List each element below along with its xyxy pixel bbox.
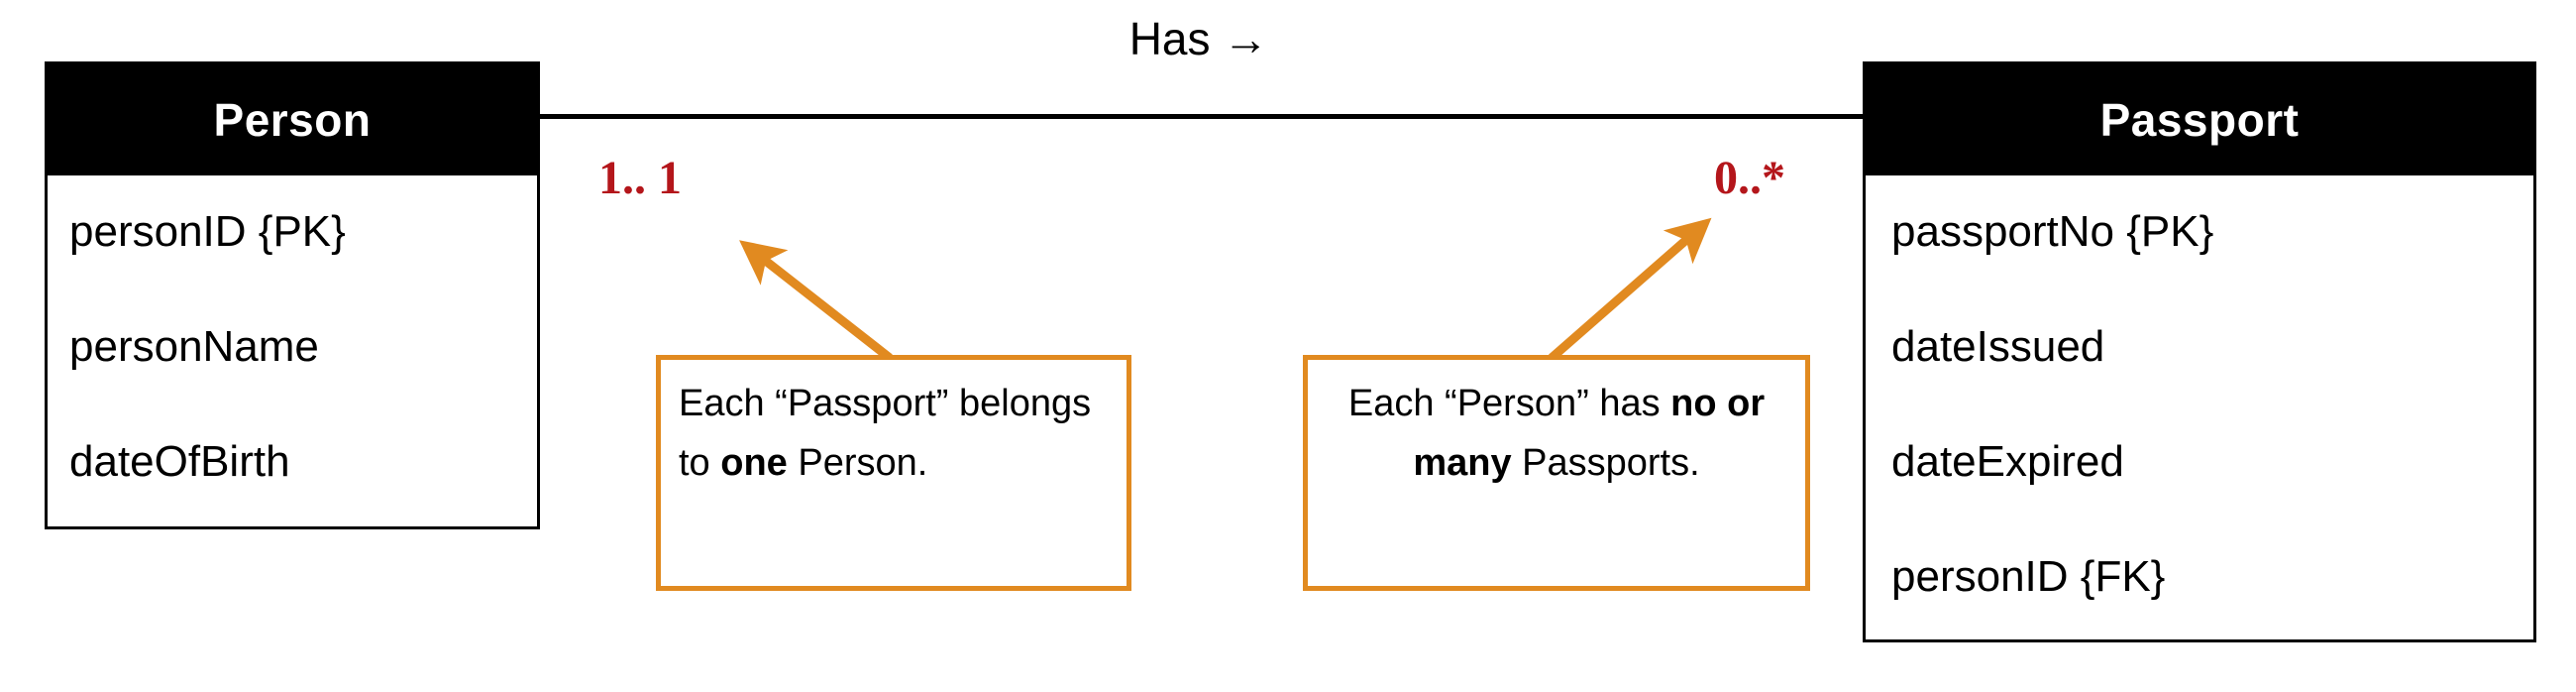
attribute-row: dateIssued xyxy=(1891,322,2105,371)
note-right-suffix: Passports. xyxy=(1511,442,1700,484)
note-right-prefix: Each “Person” has xyxy=(1347,383,1671,424)
attribute-row: personName xyxy=(69,322,319,371)
association-line xyxy=(540,114,1863,119)
entity-person[interactable]: Person personID {PK} personName dateOfBi… xyxy=(45,61,540,529)
entity-person-title: Person xyxy=(48,64,537,175)
note-right[interactable]: Each “Person” has no or many Passports. xyxy=(1303,355,1810,591)
multiplicity-right: 0..* xyxy=(1714,152,1785,204)
attribute-row: personID {FK} xyxy=(1891,552,2166,601)
note-left-emphasis: one xyxy=(720,442,788,484)
note-left-prefix: Each “Passport” belongs to xyxy=(679,383,1092,484)
attribute-row: dateExpired xyxy=(1891,437,2124,486)
entity-passport[interactable]: Passport passportNo {PK} dateIssued date… xyxy=(1863,61,2536,642)
leader-arrow-right xyxy=(1549,217,1712,362)
leader-arrow-left xyxy=(739,240,893,362)
entity-passport-title: Passport xyxy=(1866,64,2533,175)
association-label: Has → xyxy=(1128,13,1269,64)
entity-person-attributes: personID {PK} personName dateOfBirth xyxy=(48,175,537,497)
note-right-emphasis: no or many xyxy=(1413,383,1766,484)
note-left-suffix: Person. xyxy=(787,442,928,484)
attribute-row: passportNo {PK} xyxy=(1891,207,2214,256)
note-left[interactable]: Each “Passport” belongs to one Person. xyxy=(656,355,1131,591)
entity-passport-attributes: passportNo {PK} dateIssued dateExpired p… xyxy=(1866,175,2533,612)
multiplicity-left: 1.. 1 xyxy=(598,152,682,204)
attribute-row: personID {PK} xyxy=(69,207,346,256)
attribute-row: dateOfBirth xyxy=(69,437,290,486)
